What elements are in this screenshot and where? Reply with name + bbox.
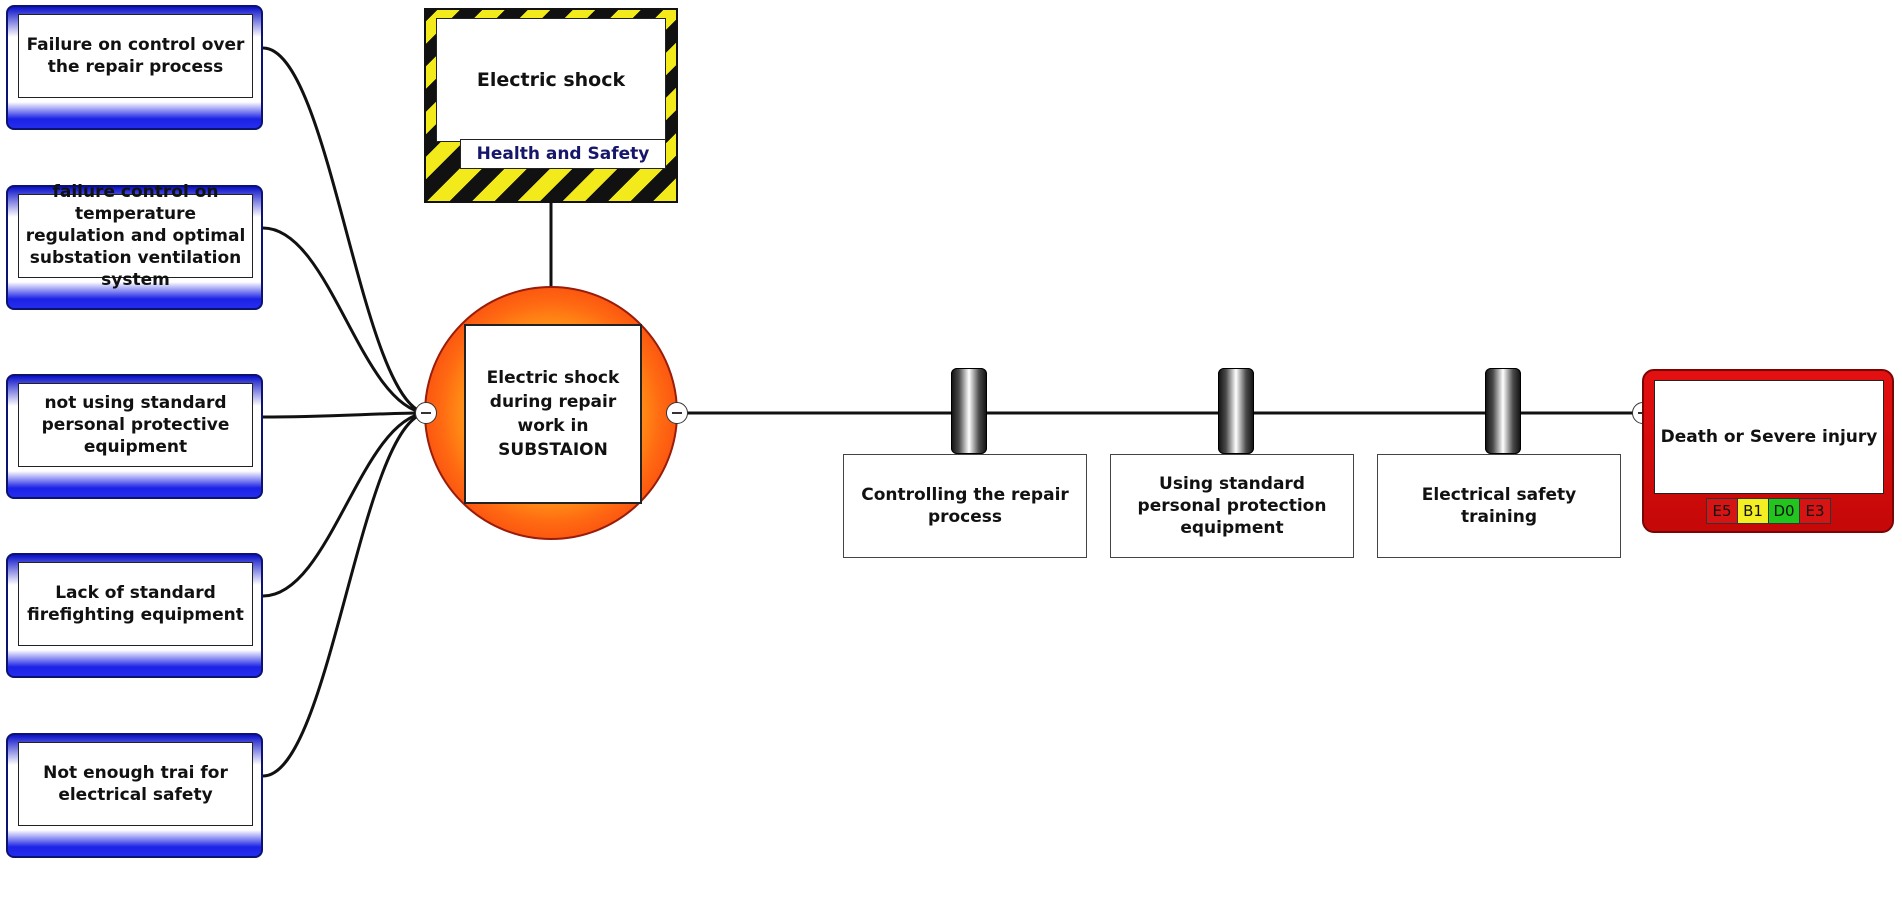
threat-connector-3 <box>262 411 426 419</box>
top-event-circle[interactable]: Electric shock during repair work in SUB… <box>424 286 678 540</box>
hazard-title: Electric shock <box>436 18 666 142</box>
risk-cell-d0: D0 <box>1769 499 1800 523</box>
risk-cell-e5: E5 <box>1707 499 1738 523</box>
barrier-box-1[interactable]: Controlling the repair process <box>843 454 1087 558</box>
hazard-box[interactable]: Electric shock Health and Safety <box>424 8 678 203</box>
threat-box-2[interactable]: failure control on temperature regulatio… <box>6 182 263 310</box>
barrier-label: Controlling the repair process <box>861 485 1069 527</box>
threat-label: Not enough trai for electrical safety <box>18 742 253 826</box>
barrier-label: Using standard personal protection equip… <box>1137 474 1327 538</box>
threat-label: failure control on temperature regulatio… <box>18 182 253 290</box>
top-event-label: Electric shock during repair work in SUB… <box>464 324 642 504</box>
threat-connector-4 <box>262 411 426 598</box>
collapse-threats-icon[interactable] <box>415 402 437 424</box>
threat-box-5[interactable]: Not enough trai for electrical safety <box>6 733 263 858</box>
consequence-box[interactable]: Death or Severe injury E5 B1 D0 E3 <box>1642 369 1894 533</box>
threat-connector-1 <box>262 46 426 415</box>
threat-box-4[interactable]: Lack of standard firefighting equipment <box>6 553 263 678</box>
threat-connector-2 <box>262 226 426 415</box>
barrier-post-icon <box>1485 368 1521 454</box>
threat-label: Failure on control over the repair proce… <box>18 14 253 98</box>
barrier-post-icon <box>1218 368 1254 454</box>
risk-cell-e3: E3 <box>1800 499 1830 523</box>
collapse-consequences-icon[interactable] <box>666 402 688 424</box>
risk-matrix: E5 B1 D0 E3 <box>1706 498 1831 524</box>
barrier-box-2[interactable]: Using standard personal protection equip… <box>1110 454 1354 558</box>
risk-cell-b1: B1 <box>1738 499 1769 523</box>
hazard-category: Health and Safety <box>460 139 666 169</box>
barrier-box-3[interactable]: Electrical safety training <box>1377 454 1621 558</box>
threat-box-1[interactable]: Failure on control over the repair proce… <box>6 5 263 130</box>
barrier-post-icon <box>951 368 987 454</box>
threat-box-3[interactable]: not using standard personal protective e… <box>6 374 263 499</box>
threat-label: Lack of standard firefighting equipment <box>18 562 253 646</box>
threat-connector-5 <box>262 411 426 778</box>
threat-label: not using standard personal protective e… <box>18 383 253 467</box>
barrier-label: Electrical safety training <box>1421 485 1577 527</box>
consequence-label: Death or Severe injury <box>1654 380 1884 494</box>
